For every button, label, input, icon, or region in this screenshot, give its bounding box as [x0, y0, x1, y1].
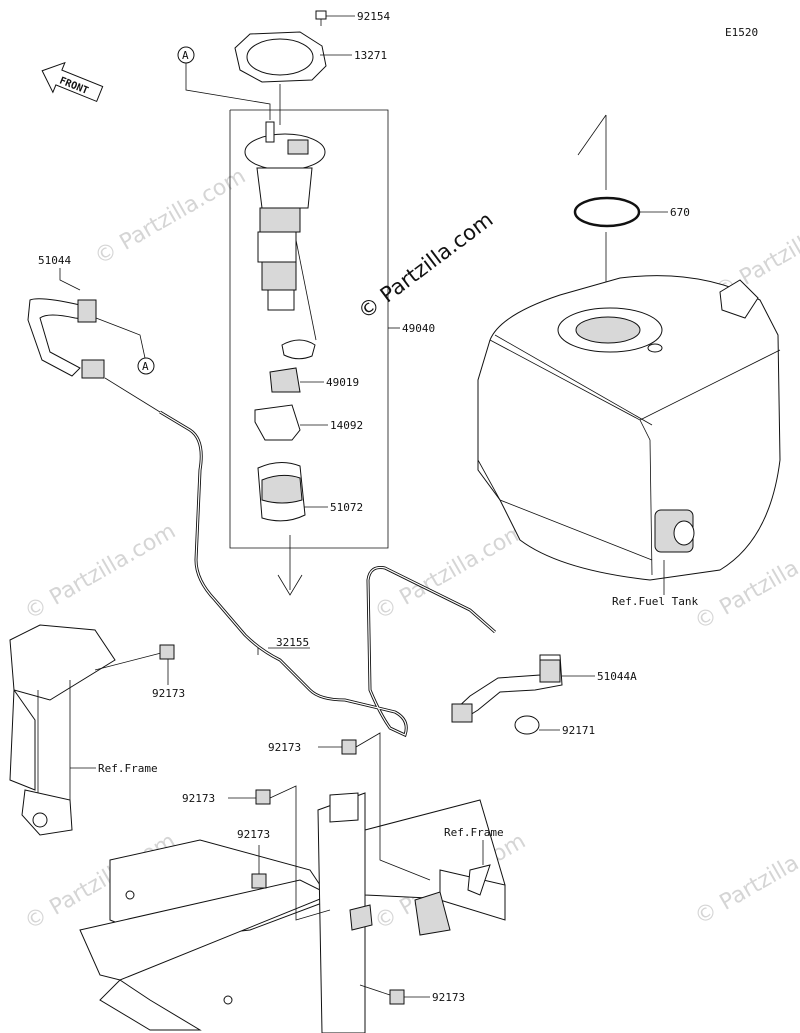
label-51044a: 51044A — [597, 670, 637, 683]
label-13271: 13271 — [354, 49, 387, 62]
clip-92173-b: 92173 — [182, 785, 331, 921]
cover-51072: 51072 — [257, 462, 363, 522]
label-32155: 32155 — [276, 636, 309, 649]
front-arrow-icon: FRONT — [41, 61, 104, 103]
label-49019: 49019 — [326, 376, 359, 389]
clip-92173-c: 92173 — [237, 828, 270, 889]
bolt-92154: 92154 — [315, 10, 390, 26]
label-92173: 92173 — [152, 687, 185, 700]
clamp-92171: 92171 — [514, 715, 595, 737]
label-92154: 92154 — [357, 10, 390, 23]
hose-51044: 51044 — [27, 254, 146, 379]
pipe-32155: 32155 — [104, 377, 496, 738]
callout-a-top: A — [177, 46, 271, 120]
label-92173: 92173 — [182, 792, 215, 805]
label-49040: 49040 — [402, 322, 435, 335]
label-51044: 51044 — [38, 254, 71, 267]
hose-51044a: 51044A — [451, 654, 637, 723]
watermark: © Partzilla.com — [691, 824, 800, 931]
callout-a-bottom: A — [137, 357, 155, 375]
gasket-13271: 13271 — [234, 31, 387, 83]
clip-92173-d: 92173 — [359, 984, 465, 1005]
holder-14092: 14092 — [254, 404, 363, 441]
label-ref-fuel-tank: Ref.Fuel Tank — [612, 595, 698, 608]
label-14092: 14092 — [330, 419, 363, 432]
label-670: 670 — [670, 206, 690, 219]
oring-670: 670 — [573, 114, 690, 300]
watermark: © Partzilla.com — [21, 519, 181, 626]
frame-left: Ref.Frame 92173 — [9, 624, 185, 836]
main-watermark: © Partzilla.com — [354, 207, 498, 324]
label-92173: 92173 — [237, 828, 270, 841]
fuel-tank: Ref.Fuel Tank — [477, 275, 781, 608]
frame-bottom: Ref.Frame — [79, 792, 506, 1033]
callout-a-label: A — [142, 360, 149, 373]
fuel-pump-assembly — [244, 121, 326, 360]
clip-92173-a: 92173 — [268, 732, 431, 881]
label-92173: 92173 — [268, 741, 301, 754]
bracket-49040: 49040 — [229, 109, 435, 549]
filter-49019: 49019 — [269, 367, 359, 393]
callout-a-label: A — [182, 49, 189, 62]
watermark: © Partzilla.com — [91, 164, 251, 271]
label-92171: 92171 — [562, 724, 595, 737]
label-ref-frame: Ref.Frame — [98, 762, 158, 775]
label-51072: 51072 — [330, 501, 363, 514]
label-92173: 92173 — [432, 991, 465, 1004]
label-ref-frame: Ref.Frame — [444, 826, 504, 839]
diagram-code: E1520 — [725, 26, 758, 39]
